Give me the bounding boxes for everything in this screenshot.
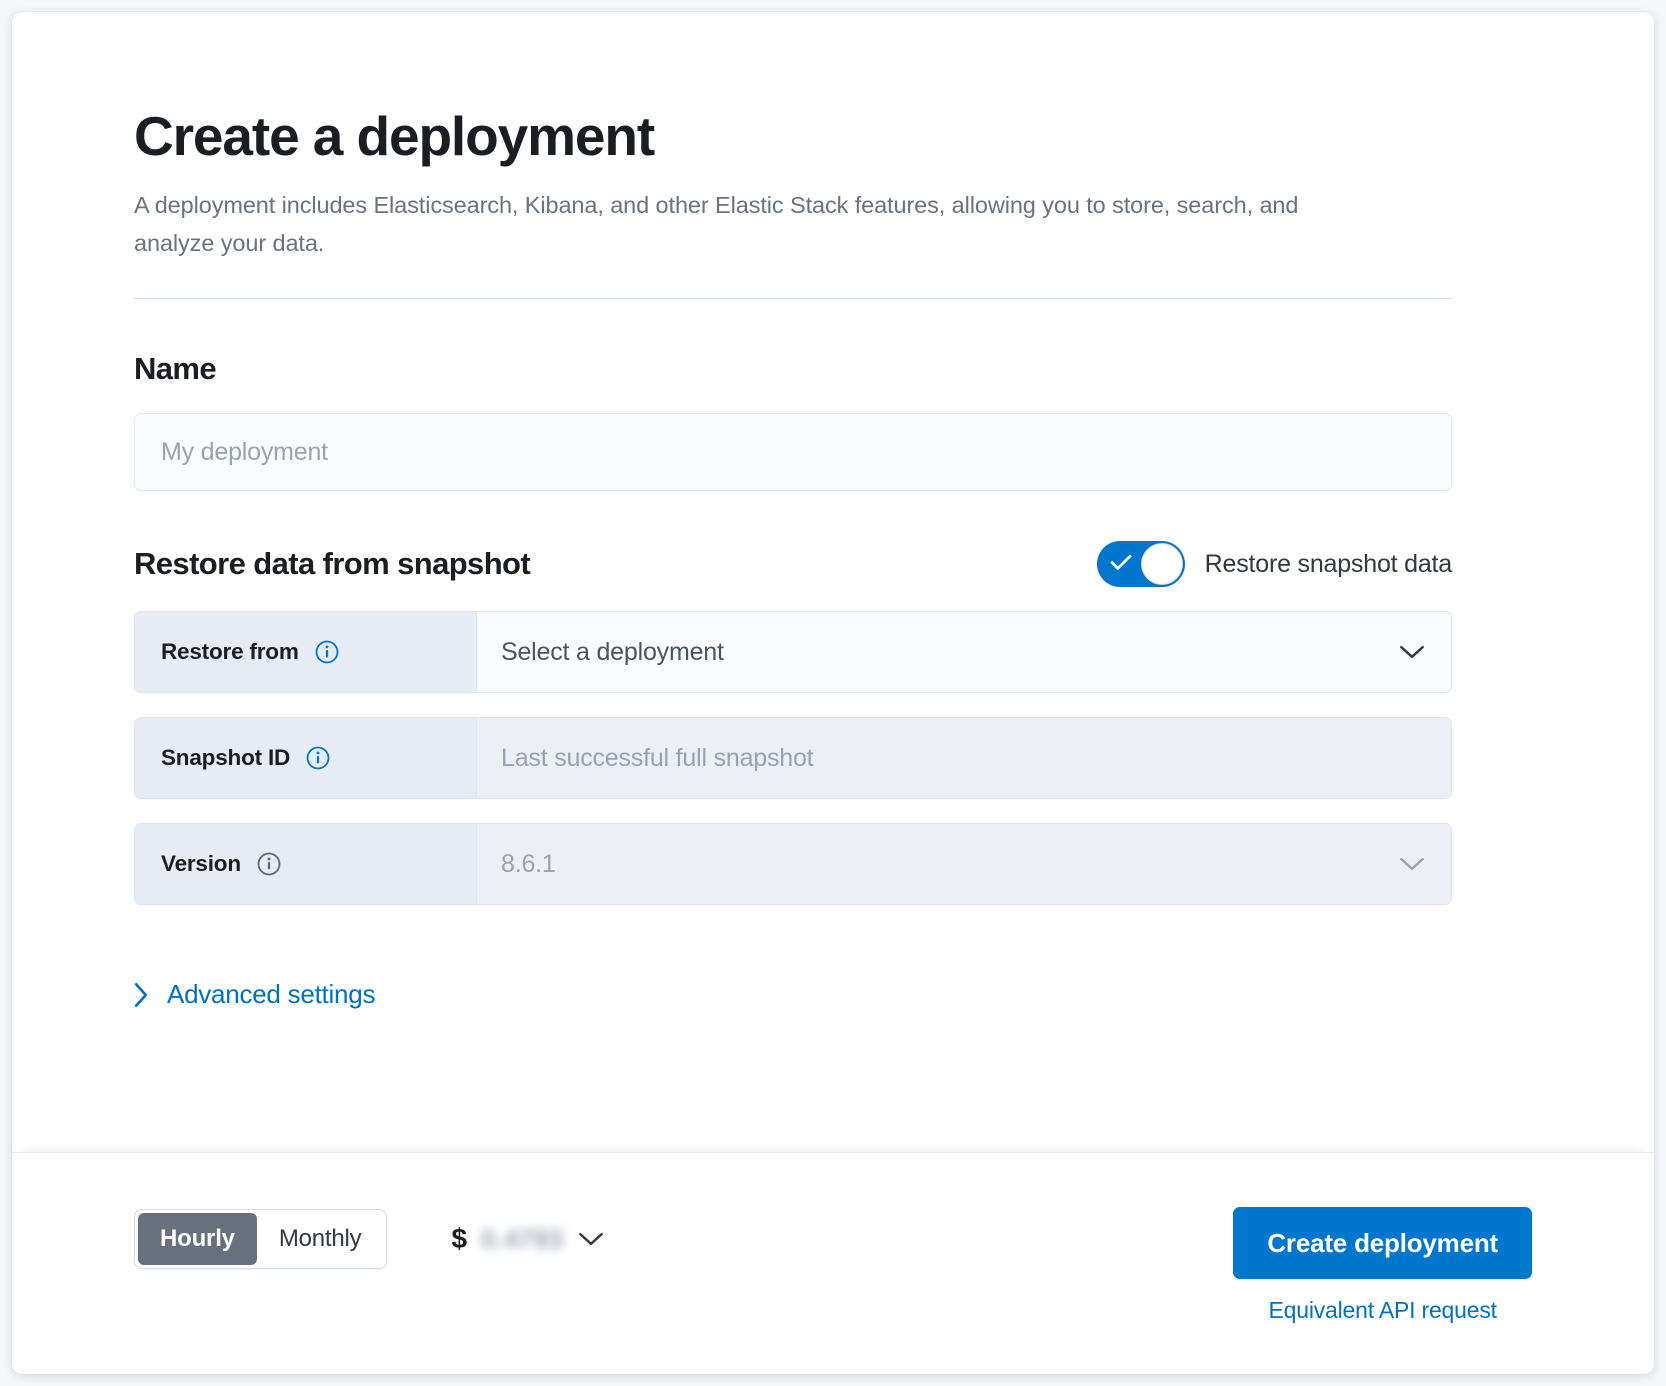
price-value: 0.4793 xyxy=(481,1223,564,1254)
restore-snapshot-toggle[interactable] xyxy=(1096,541,1185,588)
chevron-down-icon[interactable] xyxy=(1399,857,1425,872)
deployment-name-input[interactable]: My deployment xyxy=(134,413,1452,492)
snapshot-id-input[interactable]: Last successful full snapshot xyxy=(477,718,1451,799)
chevron-down-icon[interactable] xyxy=(1399,645,1425,660)
snapshot-id-label: Snapshot ID xyxy=(161,745,291,771)
restore-section-heading: Restore data from snapshot xyxy=(134,546,531,582)
billing-option-monthly[interactable]: Monthly xyxy=(278,1225,362,1252)
version-select[interactable]: 8.6.1 xyxy=(477,824,1451,905)
header-divider xyxy=(134,298,1452,300)
equivalent-api-request-link[interactable]: Equivalent API request xyxy=(1268,1297,1498,1323)
restore-from-label: Restore from xyxy=(161,639,299,665)
page-description: A deployment includes Elasticsearch, Kib… xyxy=(134,192,1299,257)
billing-period-segmented-control[interactable]: Hourly Monthly xyxy=(134,1209,388,1269)
restore-from-value: Select a deployment xyxy=(501,637,724,666)
form-row-version[interactable]: Version 8.6.1 xyxy=(134,823,1452,906)
deployment-name-placeholder: My deployment xyxy=(161,437,328,466)
check-icon xyxy=(1109,548,1132,571)
form-row-label-cell: Restore from xyxy=(135,612,477,693)
chevron-down-icon[interactable] xyxy=(578,1232,604,1247)
name-section-heading: Name xyxy=(134,351,217,387)
form-body: Create a deployment A deployment include… xyxy=(12,12,1654,1152)
advanced-settings-label: Advanced settings xyxy=(167,979,376,1010)
advanced-settings-toggle[interactable]: Advanced settings xyxy=(134,979,375,1010)
create-deployment-card: Create a deployment A deployment include… xyxy=(12,12,1654,1374)
form-row-snapshot-id[interactable]: Snapshot ID Last successful full snapsho… xyxy=(134,717,1452,800)
form-row-label-cell: Version xyxy=(135,824,477,905)
info-icon[interactable] xyxy=(257,852,281,876)
billing-option-hourly[interactable]: Hourly xyxy=(138,1213,257,1265)
version-label: Version xyxy=(161,851,241,877)
create-deployment-button[interactable]: Create deployment xyxy=(1233,1207,1532,1279)
info-icon[interactable] xyxy=(315,640,339,664)
page-title: Create a deployment xyxy=(134,105,655,167)
restore-from-select[interactable]: Select a deployment xyxy=(477,612,1451,693)
info-icon[interactable] xyxy=(306,746,330,770)
toggle-knob xyxy=(1140,543,1183,586)
snapshot-id-value: Last successful full snapshot xyxy=(501,743,814,772)
footer-bar: Hourly Monthly $ 0.4793 Create deploymen… xyxy=(12,1152,1654,1374)
chevron-right-icon xyxy=(134,982,148,1007)
form-row-label-cell: Snapshot ID xyxy=(135,718,477,799)
restore-toggle-group[interactable]: Restore snapshot data xyxy=(1096,541,1453,588)
price-display[interactable]: $ 0.4793 xyxy=(451,1209,603,1269)
form-row-restore-from[interactable]: Restore from Select a deployment xyxy=(134,611,1452,694)
version-value: 8.6.1 xyxy=(501,849,556,878)
restore-toggle-label: Restore snapshot data xyxy=(1204,549,1453,578)
restore-section-header: Restore data from snapshot Restore snaps… xyxy=(134,541,1453,588)
footer-actions: Create deployment Equivalent API request xyxy=(1233,1207,1532,1324)
currency-symbol: $ xyxy=(451,1223,468,1254)
